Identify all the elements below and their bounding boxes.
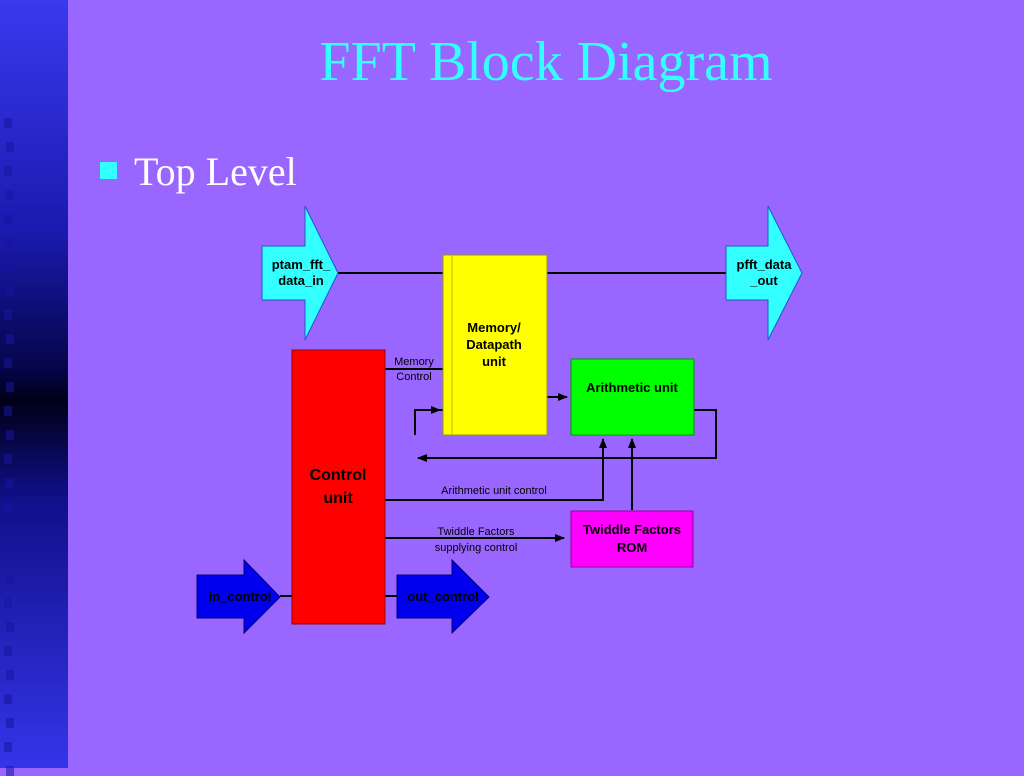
sidebar-square (6, 718, 14, 728)
out-control-label: out_control (407, 589, 479, 604)
sidebar-square (6, 622, 14, 632)
sidebar-square (4, 742, 12, 752)
sidebar-square (6, 574, 14, 584)
twiddle-control-label-2: supplying control (435, 542, 518, 554)
in-control-port (196, 558, 281, 635)
sidebar-square (6, 286, 14, 296)
sidebar-square (4, 166, 12, 176)
memory-datapath-block (442, 254, 548, 436)
in-control-label: in_control (209, 589, 272, 604)
sidebar-square (4, 310, 12, 320)
memory-label-1: Memory/ (467, 320, 521, 335)
memory-control-label-2: Control (396, 371, 431, 383)
sidebar-square (4, 406, 12, 416)
arith-control-label: Arithmetic unit control (441, 485, 547, 497)
data-in-port (261, 205, 339, 341)
data-in-label-2: data_in (278, 273, 324, 288)
sidebar-square (6, 238, 14, 248)
twiddle-rom-block (570, 510, 694, 568)
sidebar-square (6, 526, 14, 536)
memory-label-3: unit (482, 354, 506, 369)
memory-control-label-1: Memory (394, 356, 434, 368)
sidebar-square (6, 478, 14, 488)
sidebar-square (4, 646, 12, 656)
slide-title: FFT Block Diagram (319, 31, 773, 93)
twiddle-label-1: Twiddle Factors (583, 522, 681, 537)
sidebar-square (6, 142, 14, 152)
sidebar-square (6, 190, 14, 200)
arithmetic-label: Arithmetic unit (586, 380, 678, 395)
sidebar-square (4, 214, 12, 224)
sidebar-square (6, 430, 14, 440)
data-in-label-1: ptam_fft_ (272, 257, 331, 272)
data-out-port (725, 205, 803, 341)
control-unit-block (291, 349, 386, 625)
out-control-port (396, 558, 490, 635)
data-out-label-2: _out (749, 273, 778, 288)
sidebar-square (6, 334, 14, 344)
twiddle-label-2: ROM (617, 540, 647, 555)
sidebar-square (4, 358, 12, 368)
arithmetic-unit-block (570, 358, 695, 436)
feedback-top-loop (414, 409, 443, 435)
sidebar-square (4, 118, 12, 128)
control-label-1: Control (310, 467, 367, 484)
sidebar-square (4, 598, 12, 608)
bullet-square-icon (100, 162, 117, 179)
feedback-loop (417, 409, 717, 462)
sidebar-square (4, 694, 12, 704)
sidebar-square (6, 382, 14, 392)
twiddle-control-label-1: Twiddle Factors (437, 526, 515, 538)
bullet-text: Top Level (134, 149, 297, 194)
sidebar-square (4, 262, 12, 272)
control-label-2: unit (323, 490, 353, 507)
sidebar-square (6, 670, 14, 680)
sidebar-square (4, 454, 12, 464)
data-out-label-1: pfft_data (737, 257, 793, 272)
sidebar-square (4, 550, 12, 560)
memory-label-2: Datapath (466, 337, 522, 352)
sidebar-decoration (0, 0, 68, 776)
arith-control-line (385, 438, 607, 501)
sidebar-square (4, 502, 12, 512)
